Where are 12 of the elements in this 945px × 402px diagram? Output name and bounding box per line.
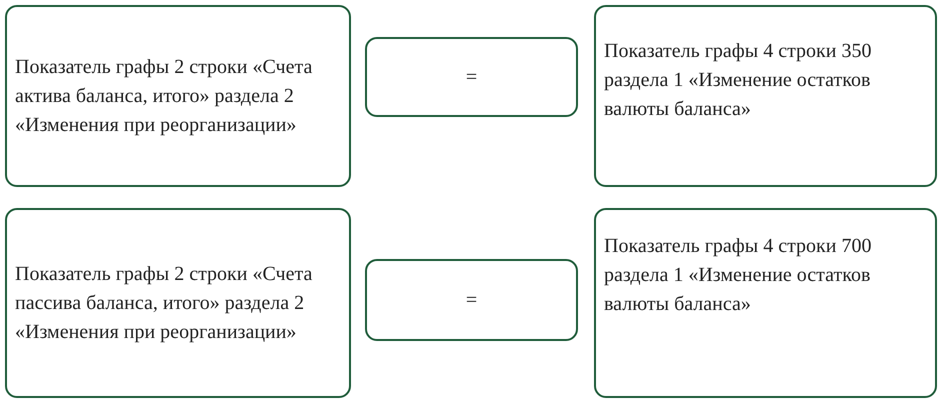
rounded-box bbox=[5, 208, 351, 398]
box-text: Показатель графы 4 строки 700 раздела 1 «Изменение остатков валюты баланса» bbox=[604, 234, 872, 317]
rounded-box bbox=[594, 5, 937, 187]
box-text: Показатель графы 4 строки 350 раздела 1 «Изменение остатков валюты баланса» bbox=[604, 39, 872, 122]
box-text: Показатель графы 2 строки «Счета пассива баланса, итого» раздела 2 «Изменения при реорганизации» bbox=[15, 262, 314, 344]
box-text: = bbox=[466, 288, 478, 312]
box-text: = bbox=[466, 64, 478, 90]
rounded-box bbox=[365, 37, 578, 117]
box-text: Показатель графы 2 строки «Счета актива баланса, итого» раздела 2 «Изменения при реорганизации» bbox=[15, 54, 314, 138]
rounded-box bbox=[594, 208, 937, 398]
rounded-box bbox=[365, 259, 578, 341]
rounded-box bbox=[5, 5, 351, 187]
